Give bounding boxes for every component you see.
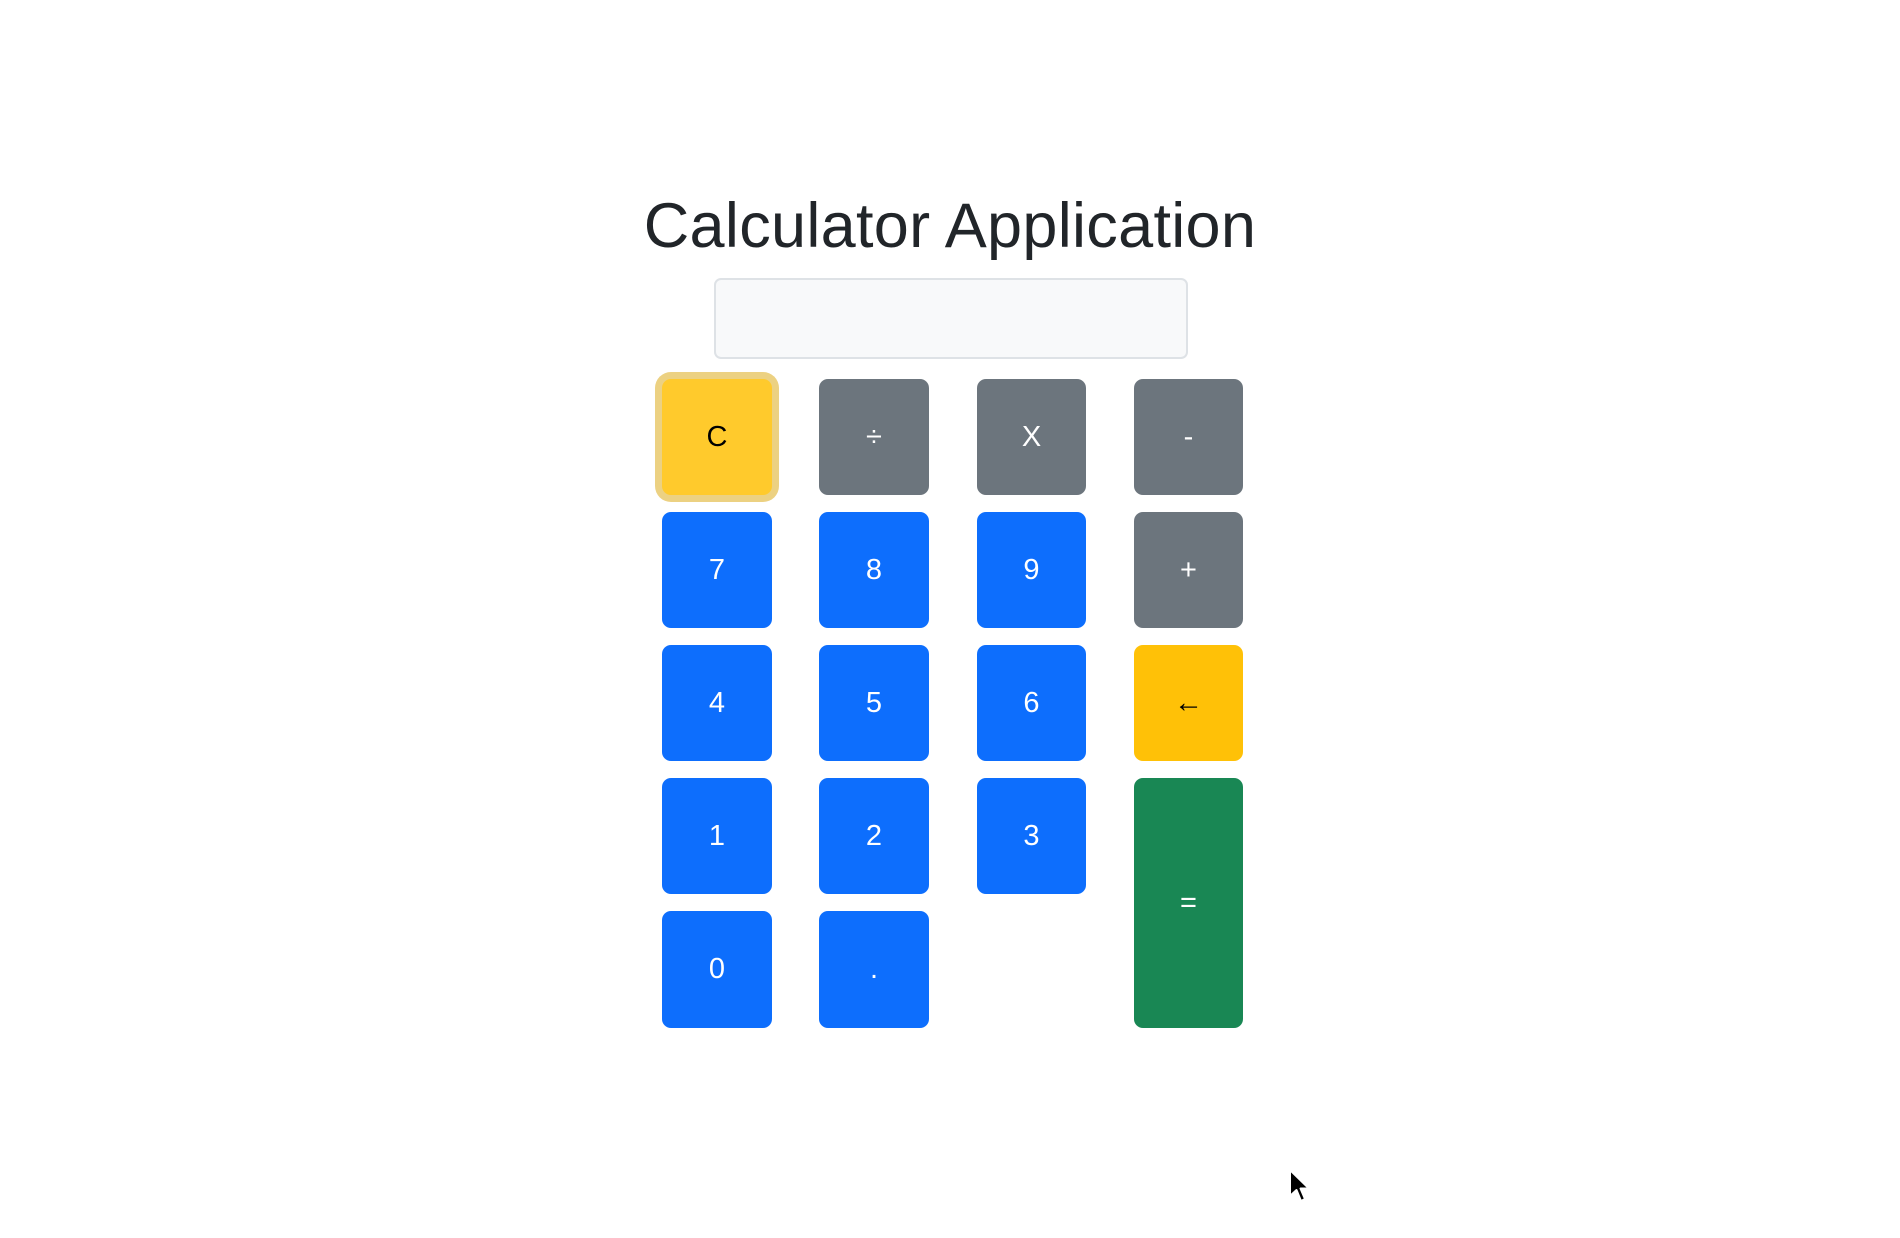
calculator-display[interactable] [714,278,1188,359]
multiply-button[interactable]: X [977,379,1086,495]
decimal-button[interactable]: . [819,911,929,1028]
digit-2-button[interactable]: 2 [819,778,929,894]
equals-button[interactable]: = [1134,778,1243,1028]
subtract-button[interactable]: - [1134,379,1243,495]
digit-6-button[interactable]: 6 [977,645,1086,761]
add-button[interactable]: + [1134,512,1243,628]
backspace-button[interactable]: ← [1134,645,1243,761]
digit-3-button[interactable]: 3 [977,778,1086,894]
digit-1-button[interactable]: 1 [662,778,772,894]
digit-8-button[interactable]: 8 [819,512,929,628]
divide-button[interactable]: ÷ [819,379,929,495]
mouse-pointer-icon [1289,1169,1310,1202]
page-title: Calculator Application [643,191,1257,261]
digit-4-button[interactable]: 4 [662,645,772,761]
digit-9-button[interactable]: 9 [977,512,1086,628]
digit-7-button[interactable]: 7 [662,512,772,628]
digit-0-button[interactable]: 0 [662,911,772,1028]
clear-button[interactable]: C [662,379,772,495]
digit-5-button[interactable]: 5 [819,645,929,761]
